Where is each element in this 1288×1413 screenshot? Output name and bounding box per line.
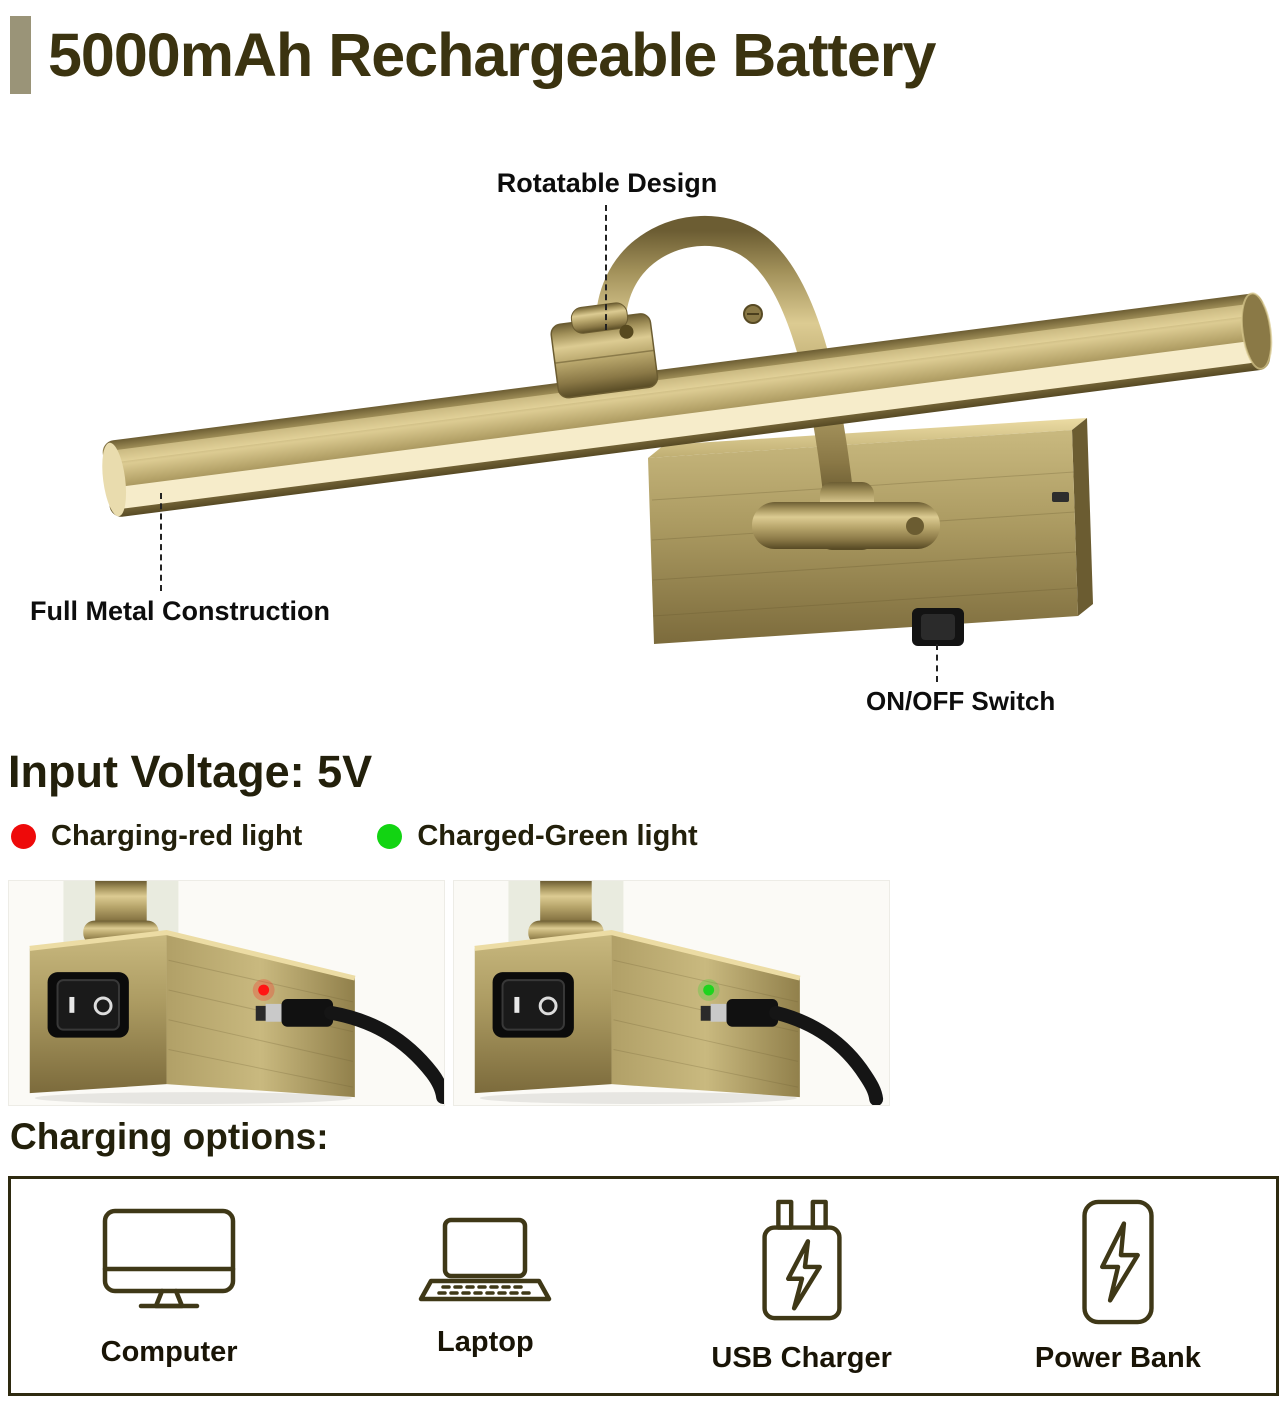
- picture-light-image: [102, 215, 1273, 646]
- laptop-icon: [419, 1217, 552, 1301]
- option-power-bank: Power Bank: [960, 1179, 1276, 1393]
- option-label-laptop: Laptop: [437, 1325, 534, 1358]
- hinge-clamp: [550, 302, 659, 399]
- annotation-rotatable-design: Rotatable Design: [496, 168, 718, 198]
- power-bank-icon: [1082, 1199, 1154, 1324]
- usb-charger-icon: [761, 1199, 842, 1320]
- accent-bar: [10, 16, 31, 94]
- usb-port: [1052, 492, 1069, 502]
- usb-cable: [255, 998, 451, 1105]
- charged-label: Charged-Green light: [417, 820, 698, 852]
- rocker-switch: [492, 972, 574, 1038]
- charging-indicator: Charging-red light: [10, 820, 302, 853]
- switch-leader-line: [936, 644, 938, 682]
- annotation-on-off-switch: ON/OFF Switch: [866, 686, 1056, 716]
- base-photo-red: [9, 881, 451, 1105]
- option-laptop: Laptop: [327, 1179, 643, 1393]
- charging-options-box: Computer Laptop: [8, 1176, 1279, 1396]
- pivot-joint: [752, 482, 940, 550]
- charged-indicator: Charged-Green light: [376, 820, 698, 853]
- charging-options-heading: Charging options:: [10, 1116, 329, 1157]
- option-computer: Computer: [11, 1179, 327, 1393]
- led-dot: [703, 984, 715, 996]
- header: 5000mAh Rechargeable Battery: [10, 16, 936, 94]
- option-label-computer: Computer: [100, 1335, 238, 1368]
- rocker-switch: [47, 972, 129, 1038]
- photo-row: [8, 880, 890, 1106]
- wall-mount-box: [648, 418, 1093, 646]
- charging-red-light-photo: [8, 880, 451, 1106]
- full-metal-leader-line: [160, 493, 162, 591]
- annotation-full-metal: Full Metal Construction: [30, 596, 330, 626]
- page-title: 5000mAh Rechargeable Battery: [48, 21, 936, 89]
- led-legend: Charging-red light Charged-Green light: [10, 820, 698, 853]
- computer-icon: [102, 1208, 236, 1308]
- led-dot: [258, 984, 270, 996]
- green-led-icon: [377, 824, 403, 849]
- option-label-usb-charger: USB Charger: [711, 1341, 892, 1374]
- usb-cable: [700, 998, 884, 1106]
- base-photo-green: [454, 881, 889, 1106]
- charged-green-light-photo: [453, 880, 890, 1106]
- input-voltage-heading: Input Voltage: 5V: [8, 746, 373, 797]
- option-usb-charger: USB Charger: [644, 1179, 960, 1393]
- charging-label: Charging-red light: [51, 820, 303, 852]
- rotatable-leader-line: [605, 205, 607, 330]
- product-section: Rotatable Design Full Metal Construction…: [0, 130, 1288, 755]
- option-label-power-bank: Power Bank: [1034, 1341, 1201, 1374]
- light-bar: [102, 292, 1273, 517]
- diffuser-strip: [114, 341, 1258, 509]
- red-led-icon: [11, 824, 36, 849]
